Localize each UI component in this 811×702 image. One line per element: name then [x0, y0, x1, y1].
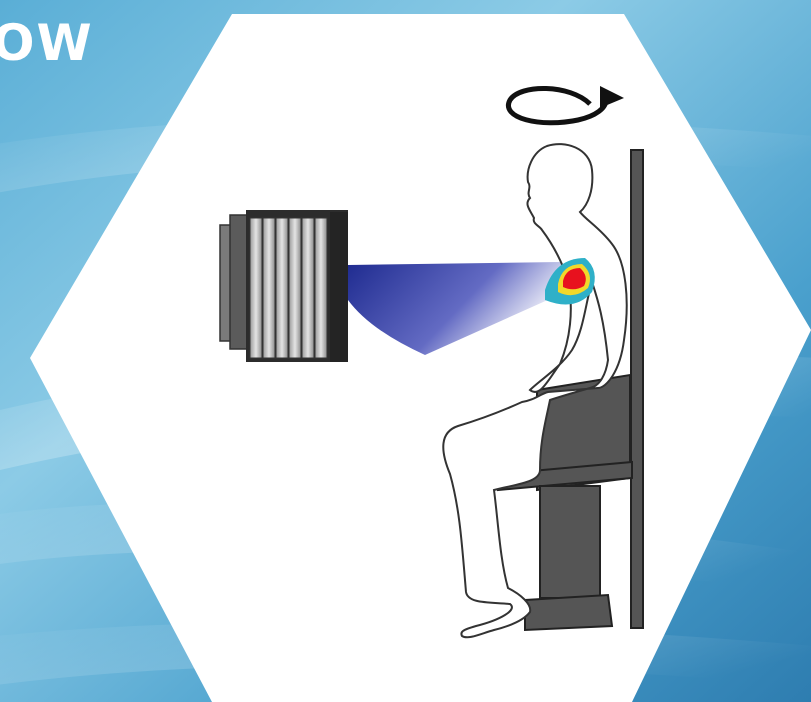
radiation-head-icon — [219, 210, 348, 362]
tumor-dose-map — [545, 258, 595, 305]
treatment-beam — [348, 262, 570, 355]
corner-heading-text: OW — [0, 14, 94, 72]
rotation-arrow-icon — [506, 86, 624, 126]
treatment-chair-icon — [497, 149, 644, 632]
hexagon-panel — [30, 14, 811, 702]
